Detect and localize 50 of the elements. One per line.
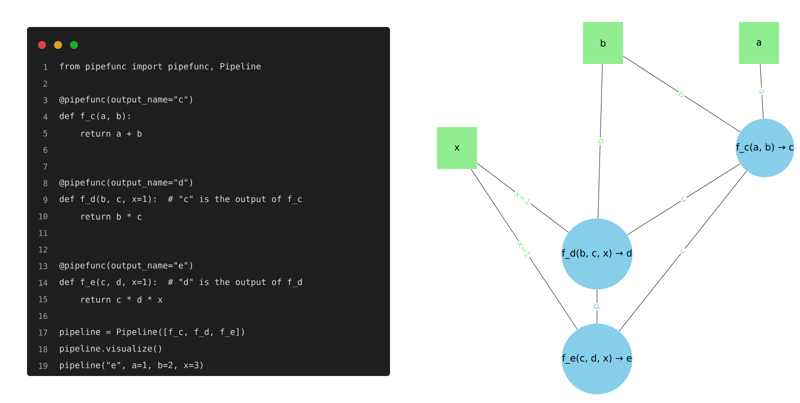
edge-label: b — [676, 88, 688, 100]
connector-line — [598, 64, 603, 219]
connector-line — [596, 289, 598, 324]
code-line: @pipefunc(output_name="c") — [59, 96, 192, 104]
connector-line — [622, 56, 741, 132]
line-number: 8 — [44, 180, 48, 186]
line-number: 13 — [39, 263, 48, 270]
line-number: 19 — [39, 362, 48, 369]
code-line: pipeline = Pipeline([f_c, f_d, f_e]) — [60, 328, 244, 337]
code-line: def f_d(b, c, x=1): # "c" is the output of f_c — [60, 196, 302, 204]
connector-line — [760, 64, 764, 119]
code-line: return c * d * x — [81, 296, 162, 303]
input-box: b — [583, 22, 623, 64]
edge-label: x=1 — [512, 188, 534, 208]
code-line: def f_c(a, b): — [60, 112, 130, 122]
connector-line — [476, 162, 569, 233]
edge-label: b — [596, 137, 605, 146]
edge-label: c — [678, 246, 688, 256]
line-number: 7 — [44, 164, 48, 170]
line-number: 11 — [39, 230, 48, 236]
line-number: 1 — [44, 64, 48, 70]
line-number: 16 — [39, 312, 48, 320]
code-line: from pipefunc import pipefunc, Pipeline — [60, 62, 261, 72]
line-number: 10 — [39, 213, 48, 220]
line-number: 4 — [43, 114, 48, 120]
code-line: pipeline.visualize() — [60, 345, 161, 354]
code-line: pipeline("e", a=1, b=2, x=3) — [60, 362, 202, 370]
line-number: 14 — [39, 280, 48, 286]
edge-label: d — [592, 302, 602, 310]
code-line: @pipefunc(output_name="d") — [59, 178, 192, 188]
line-number: 9 — [44, 196, 48, 203]
connector-line — [470, 168, 578, 330]
edge-label: c — [679, 194, 688, 204]
line-number: 2 — [44, 80, 48, 87]
edge-label: a — [758, 88, 766, 96]
line-number: 12 — [39, 246, 48, 253]
line-number: 18 — [39, 346, 48, 352]
code-line: return a + b — [81, 130, 142, 137]
input-box: a — [739, 22, 779, 64]
connector-line — [618, 170, 747, 332]
line-number: 15 — [39, 296, 48, 302]
code-line: return b * c — [81, 213, 142, 220]
line-number: 3 — [44, 97, 48, 104]
code-line: def f_e(c, d, x=1): # "d" is the output of f_d — [60, 278, 302, 288]
line-number: 17 — [39, 330, 48, 336]
input-box: x — [437, 127, 477, 169]
line-number: 6 — [44, 146, 48, 154]
code-line: @pipefunc(output_name="e") — [59, 262, 192, 270]
line-number: 5 — [44, 130, 48, 136]
connector-line — [626, 163, 740, 236]
